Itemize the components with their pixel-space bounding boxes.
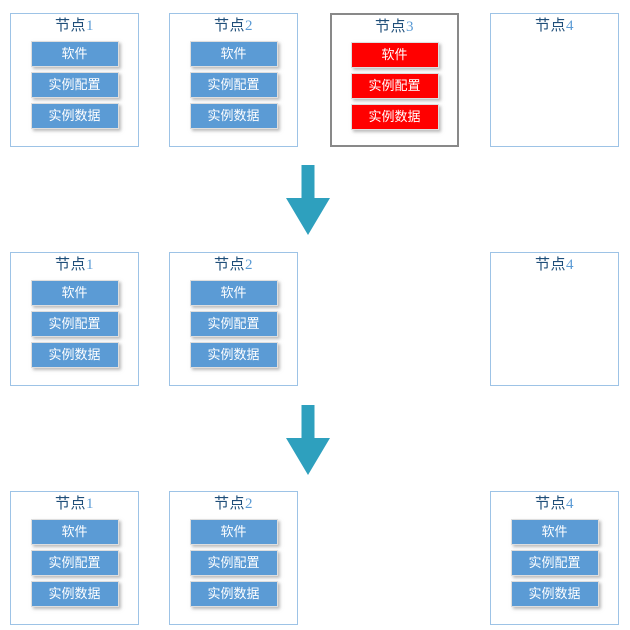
node-title: 节点4 <box>491 16 618 36</box>
stage1-node-3-failed: 节点3 软件 实例配置 实例数据 <box>330 13 459 147</box>
stage1-node-4-empty: 节点4 <box>490 13 619 147</box>
instance-config-box: 实例配置 <box>30 311 119 337</box>
node-title: 节点1 <box>11 255 138 275</box>
node-title-number: 2 <box>245 257 253 273</box>
node-title: 节点2 <box>170 16 297 36</box>
node-title-number: 1 <box>86 257 94 273</box>
node-title: 节点1 <box>11 494 138 514</box>
software-box: 软件 <box>189 41 278 67</box>
stage3-node-4: 节点4 软件 实例配置 实例数据 <box>490 491 619 625</box>
instance-config-box: 实例配置 <box>189 311 278 337</box>
instance-config-box: 实例配置 <box>30 72 119 98</box>
node-title-text: 节点 <box>54 18 86 34</box>
node-title-number: 4 <box>566 18 574 34</box>
instance-config-box: 实例配置 <box>189 550 278 576</box>
stage2-node-2: 节点2 软件 实例配置 实例数据 <box>169 252 298 386</box>
node-title-number: 2 <box>245 18 253 34</box>
node-title-number: 2 <box>245 496 253 512</box>
node-title-text: 节点 <box>534 18 566 34</box>
node-title-text: 节点 <box>213 257 245 273</box>
stage3-node-1: 节点1 软件 实例配置 实例数据 <box>10 491 139 625</box>
instance-config-box: 实例配置 <box>510 550 599 576</box>
instance-data-box: 实例数据 <box>30 581 119 607</box>
down-arrow-2 <box>285 405 331 475</box>
stage2-node-1: 节点1 软件 实例配置 实例数据 <box>10 252 139 386</box>
node-title: 节点4 <box>491 494 618 514</box>
node-title: 节点2 <box>170 494 297 514</box>
software-box: 软件 <box>30 519 119 545</box>
instance-data-box: 实例数据 <box>189 103 278 129</box>
instance-data-box: 实例数据 <box>30 103 119 129</box>
instance-config-box: 实例配置 <box>350 73 439 99</box>
instance-data-box: 实例数据 <box>30 342 119 368</box>
stage1-node-1: 节点1 软件 实例配置 实例数据 <box>10 13 139 147</box>
software-box: 软件 <box>189 519 278 545</box>
instance-config-box: 实例配置 <box>30 550 119 576</box>
stage1-node-2: 节点2 软件 实例配置 实例数据 <box>169 13 298 147</box>
stage3-node-2: 节点2 软件 实例配置 实例数据 <box>169 491 298 625</box>
node-title-text: 节点 <box>213 18 245 34</box>
node-title-text: 节点 <box>54 496 86 512</box>
stage2-node-4-empty: 节点4 <box>490 252 619 386</box>
stage-3: 节点1 软件 实例配置 实例数据 节点2 软件 实例配置 实例数据 节点4 软件… <box>0 491 630 627</box>
node-title-number: 1 <box>86 496 94 512</box>
down-arrow-1 <box>285 165 331 235</box>
node-title-text: 节点 <box>54 257 86 273</box>
node-title-text: 节点 <box>534 257 566 273</box>
node-title-number: 4 <box>566 496 574 512</box>
stage-2: 节点1 软件 实例配置 实例数据 节点2 软件 实例配置 实例数据 节点4 <box>0 252 630 388</box>
node-title-text: 节点 <box>374 19 406 35</box>
software-box: 软件 <box>510 519 599 545</box>
software-box: 软件 <box>350 42 439 68</box>
stage-1: 节点1 软件 实例配置 实例数据 节点2 软件 实例配置 实例数据 节点3 软件… <box>0 13 630 149</box>
node-title-number: 4 <box>566 257 574 273</box>
instance-data-box: 实例数据 <box>350 104 439 130</box>
software-box: 软件 <box>30 41 119 67</box>
instance-data-box: 实例数据 <box>510 581 599 607</box>
software-box: 软件 <box>189 280 278 306</box>
node-title: 节点3 <box>332 17 457 37</box>
node-title: 节点1 <box>11 16 138 36</box>
node-title: 节点4 <box>491 255 618 275</box>
node-title-text: 节点 <box>534 496 566 512</box>
node-title-text: 节点 <box>213 496 245 512</box>
instance-config-box: 实例配置 <box>189 72 278 98</box>
software-box: 软件 <box>30 280 119 306</box>
node-title-number: 1 <box>86 18 94 34</box>
node-title-number: 3 <box>406 19 414 35</box>
instance-data-box: 实例数据 <box>189 581 278 607</box>
instance-data-box: 实例数据 <box>189 342 278 368</box>
node-title: 节点2 <box>170 255 297 275</box>
